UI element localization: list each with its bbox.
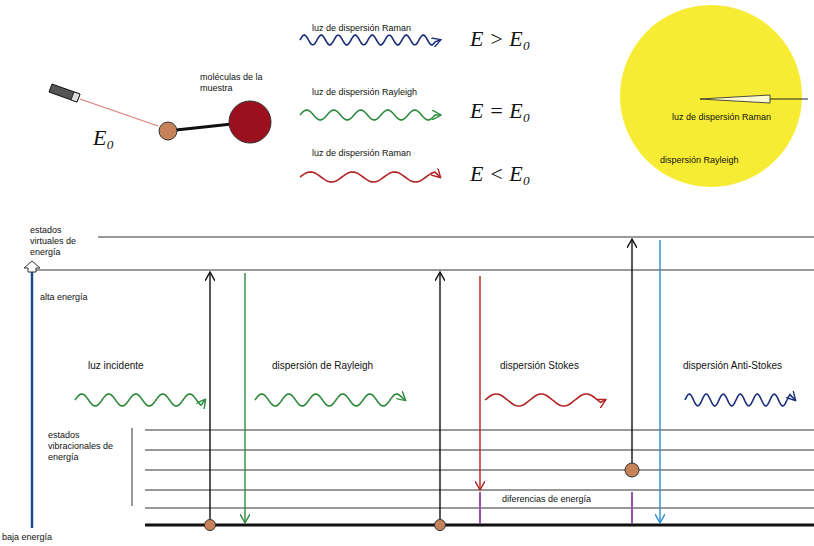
axis-label: alta energía: [40, 292, 88, 303]
wave: [300, 110, 440, 120]
energy-relation: E = E₀: [470, 100, 530, 122]
bracket: [132, 428, 133, 506]
level-label: estados vibracionales de energía: [48, 430, 128, 462]
energy-axis: [24, 261, 40, 528]
part-label: moléculas de la muestra: [200, 72, 280, 94]
raman-label: luz de dispersión Raman: [672, 112, 771, 123]
wave-label: dispersión Anti-Stokes: [683, 360, 782, 372]
energy-levels: [30, 237, 814, 525]
wave: [485, 394, 605, 406]
wave: [255, 394, 405, 406]
wave: [75, 394, 205, 406]
wave-label: luz incidente: [88, 360, 144, 372]
energy-relation: E > E₀: [470, 28, 530, 50]
gap-label: diferencias de energía: [500, 494, 593, 505]
wave: [300, 172, 440, 182]
wave-label: luz de dispersión Raman: [312, 23, 411, 34]
axis-label: baja energía: [2, 532, 52, 543]
level-label: estados virtuales de energía: [30, 225, 96, 257]
transition-arrows: [210, 240, 660, 524]
wave-label: luz de dispersión Rayleigh: [312, 87, 417, 98]
wave-label: dispersión Stokes: [500, 360, 579, 372]
scatter-sphere: luz de dispersión Raman dispersión Raylei…: [620, 5, 802, 187]
wave-label: luz de dispersión Raman: [312, 148, 411, 159]
wave: [685, 394, 795, 406]
wave: [300, 35, 440, 45]
laser-pointer: [49, 84, 158, 126]
symbol: E₀: [93, 127, 114, 149]
wave-label: dispersión de Rayleigh: [272, 360, 373, 372]
energy-relation: E < E₀: [470, 163, 530, 185]
rayleigh-label: dispersión Rayleigh: [660, 155, 739, 166]
electron-dots: [205, 463, 640, 531]
molecule: [159, 101, 271, 143]
